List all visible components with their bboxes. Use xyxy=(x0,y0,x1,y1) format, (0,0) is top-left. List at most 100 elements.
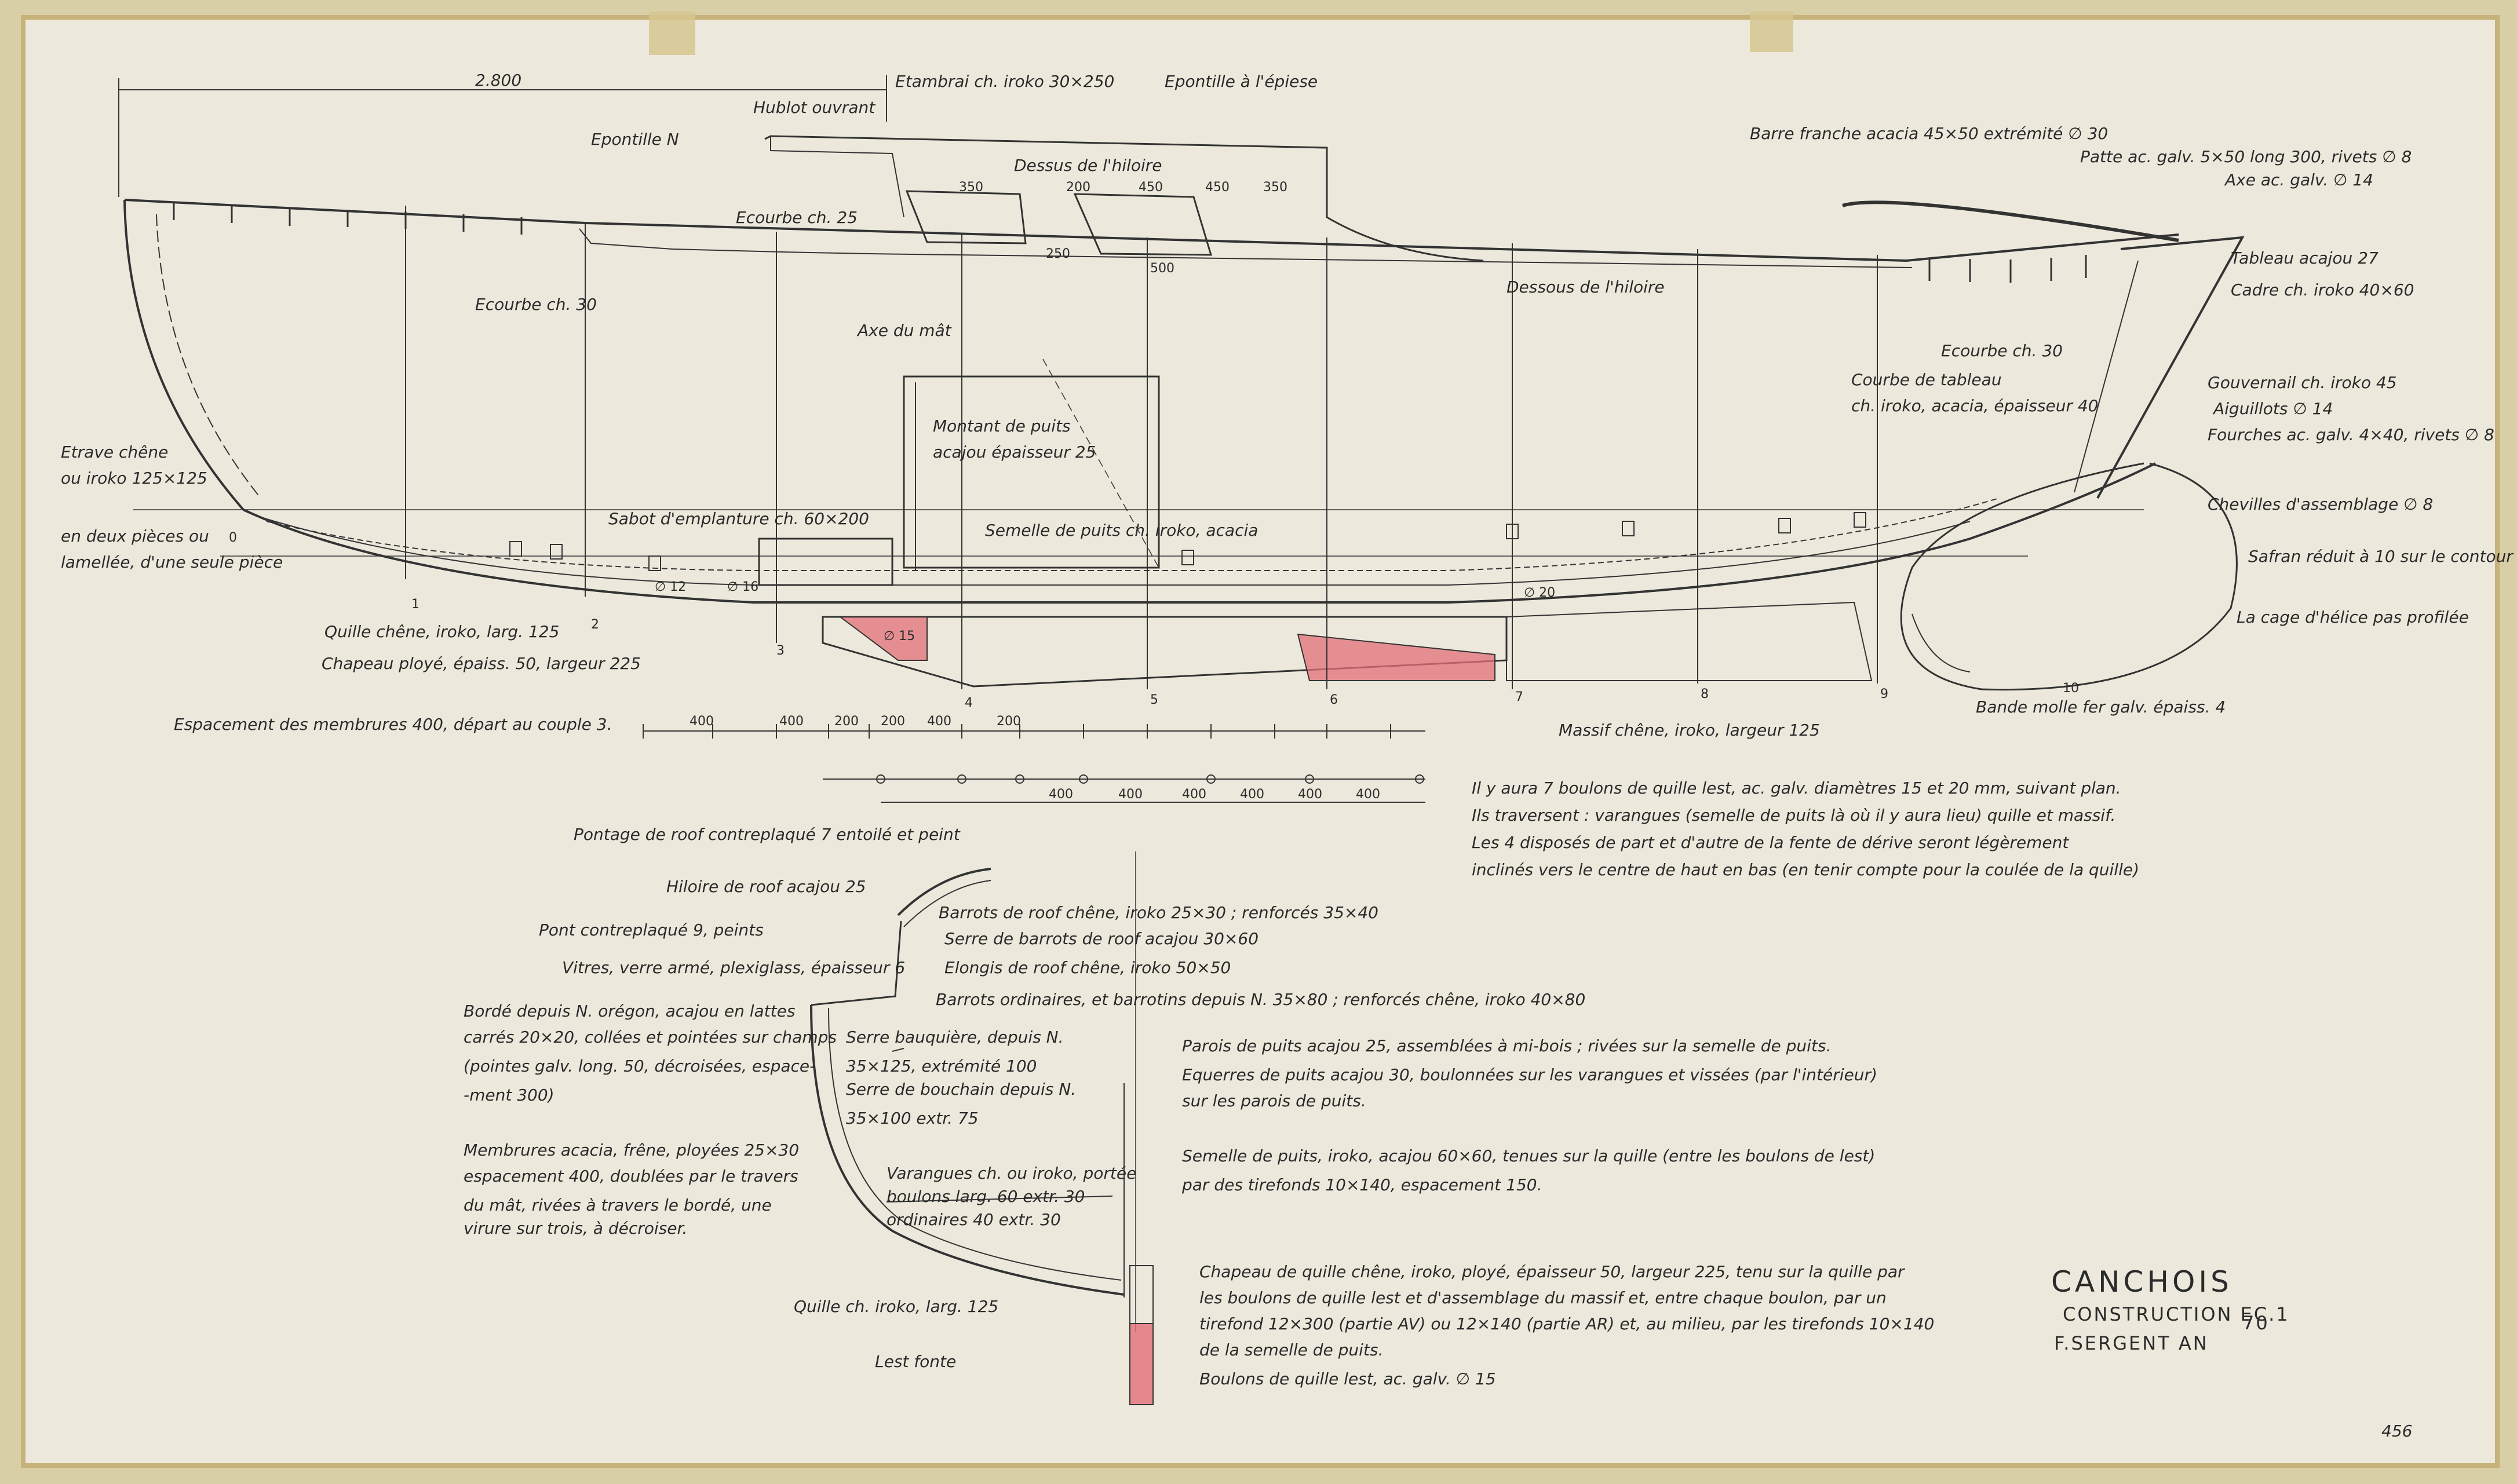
sheer-line xyxy=(124,199,2179,262)
spacing-dimension-rows xyxy=(643,724,1425,803)
profile-label: Epontille N xyxy=(591,130,679,149)
section-note: Boulons de quille lest, ac. galv. ∅ 15 xyxy=(1199,1369,1496,1388)
profile-label: Patte ac. galv. 5×50 long 300, rivets ∅ … xyxy=(2080,147,2412,166)
section-label: Pontage de roof contreplaqué 7 entoilé e… xyxy=(574,825,961,844)
profile-label: Etambrai ch. iroko 30×250 xyxy=(895,72,1114,91)
profile-label: Gouvernail ch. iroko 45 xyxy=(2208,373,2396,392)
profile-label: Ecourbe ch. 25 xyxy=(736,208,858,227)
section-note: de la semelle de puits. xyxy=(1199,1340,1383,1359)
section-label: Quille ch. iroko, larg. 125 xyxy=(794,1297,998,1316)
ballast-bolt-note: Ils traversent : varangues (semelle de p… xyxy=(1472,806,2115,825)
section-note: Chapeau de quille chêne, iroko, ployé, é… xyxy=(1199,1262,1905,1281)
profile-label: Ecourbe ch. 30 xyxy=(1941,341,2063,360)
spacing-dimension: 400 xyxy=(927,714,951,729)
keel-line xyxy=(243,462,2156,604)
profile-label: Dessous de l'hiloire xyxy=(1506,277,1665,297)
section-note: Equerres de puits acajou 30, boulonnées … xyxy=(1182,1065,1877,1084)
hiloire-dimension: 250 xyxy=(1046,247,1070,261)
section-label: 35×100 extr. 75 xyxy=(846,1109,979,1128)
section-cabin-side xyxy=(811,920,902,1006)
hiloire-dimension: 450 xyxy=(1139,180,1163,195)
section-label: Varangues ch. ou iroko, portée xyxy=(887,1164,1136,1183)
section-label: Hiloire de roof acajou 25 xyxy=(666,877,866,896)
bolt-label: ∅ 15 xyxy=(884,629,915,644)
stem xyxy=(123,199,245,511)
section-label: 35×125, extrémité 100 xyxy=(846,1057,1037,1076)
tape-top-right xyxy=(1750,12,1793,52)
mast-step xyxy=(758,538,893,586)
station-number: 3 xyxy=(776,644,785,658)
station-number: 5 xyxy=(1150,693,1158,707)
profile-label: Hublot ouvrant xyxy=(753,98,876,117)
hiloire-dimension: 200 xyxy=(1066,180,1090,195)
section-label: Vitres, verre armé, plexiglass, épaisseu… xyxy=(562,958,905,977)
spacing-dimension: 400 xyxy=(1240,787,1264,802)
cabin-roof xyxy=(764,135,1484,262)
section-label: boulons larg. 60 extr. 30 xyxy=(887,1187,1085,1206)
section-label: du mât, rivées à travers le bordé, une xyxy=(464,1196,772,1215)
section-lead-ballast xyxy=(1129,1323,1154,1405)
cabin-window-2 xyxy=(1073,193,1213,256)
profile-label: Courbe de tableau xyxy=(1851,370,2002,389)
profile-label: Semelle de puits ch. iroko, acacia xyxy=(985,521,1258,540)
hiloire-dimension: 350 xyxy=(959,180,983,195)
section-label: ordinaires 40 extr. 30 xyxy=(887,1210,1061,1229)
profile-label: Aiguillots ∅ 14 xyxy=(2212,399,2333,418)
top-dimension: 2.800 xyxy=(475,71,521,90)
notes-block: Il y aura 7 boulons de quille lest, ac. … xyxy=(1472,778,2139,879)
ballast-bolt-note: Les 4 disposés de part et d'autre de la … xyxy=(1472,833,2069,852)
section-note: par des tirefonds 10×140, espacement 150… xyxy=(1181,1175,1542,1194)
section-label: Serre de barrots de roof acajou 30×60 xyxy=(944,929,1258,948)
profile-label: Bande molle fer galv. épaiss. 4 xyxy=(1976,697,2226,717)
profile-label: Axe ac. galv. ∅ 14 xyxy=(2224,170,2373,189)
profile-view xyxy=(118,75,2245,691)
hiloire-dimension: 500 xyxy=(1150,261,1174,276)
section-label: Lest fonte xyxy=(875,1352,956,1371)
profile-label: Epontille à l'épiese xyxy=(1165,72,1318,91)
profile-label: Fourches ac. galv. 4×40, rivets ∅ 8 xyxy=(2208,425,2494,444)
section-label: Pont contreplaqué 9, peints xyxy=(539,920,764,940)
section-label: Bordé depuis N. orégon, acajou en lattes xyxy=(464,1001,795,1021)
station-number: 4 xyxy=(965,696,973,710)
section-label: -ment 300) xyxy=(464,1085,555,1105)
ballast-bolt-note: inclinés vers le centre de haut en bas (… xyxy=(1472,860,2139,879)
ballast-bolt-note: Il y aura 7 boulons de quille lest, ac. … xyxy=(1472,778,2121,798)
profile-label: Massif chêne, iroko, largeur 125 xyxy=(1559,721,1820,740)
hiloire-dimension: 450 xyxy=(1205,180,1230,195)
paper xyxy=(21,15,2500,1468)
transom xyxy=(2096,236,2245,499)
profile-label: acajou épaisseur 25 xyxy=(933,443,1096,462)
tape-top-left xyxy=(649,12,695,55)
construction: CONSTRUCTION EC.1 xyxy=(2063,1303,2290,1325)
revision-mark: 70 xyxy=(2242,1312,2270,1334)
spacing-dimension: 400 xyxy=(779,714,804,729)
cabin-window-1 xyxy=(905,190,1027,244)
profile-label: en deux pièces ou xyxy=(61,527,209,546)
deadwood xyxy=(1506,601,1873,681)
profile-label: Tableau acajou 27 xyxy=(2231,248,2379,268)
section-roof xyxy=(897,868,991,916)
profile-label: La cage d'hélice pas profilée xyxy=(2237,608,2469,627)
profile-label: Cadre ch. iroko 40×60 xyxy=(2231,280,2414,299)
bolt-label: ∅ 20 xyxy=(1524,586,1555,600)
hiloire-dimension: 350 xyxy=(1263,180,1287,195)
section-label: espacement 400, doublées par le travers xyxy=(464,1167,798,1186)
profile-label: Montant de puits xyxy=(933,416,1071,436)
centreboard-trunk xyxy=(903,375,1160,569)
section-note: Semelle de puits, iroko, acajou 60×60, t… xyxy=(1182,1146,1875,1165)
section-note: tirefond 12×300 (partie AV) ou 12×140 (p… xyxy=(1199,1314,1934,1333)
station-number: 0 xyxy=(229,531,237,545)
section-label: virure sur trois, à décroiser. xyxy=(464,1219,687,1238)
spacing-dimension: 400 xyxy=(1356,787,1380,802)
profile-label: Safran réduit à 10 sur le contour xyxy=(2248,547,2514,566)
section-label: Serre bauquière, depuis N. xyxy=(846,1028,1064,1047)
rudder xyxy=(1900,462,2238,691)
bolt-label: ∅ 12 xyxy=(655,580,686,594)
profile-label: Dessus de l'hiloire xyxy=(1014,156,1162,175)
profile-label: Barre franche acacia 45×50 extrémité ∅ 3… xyxy=(1750,124,2108,143)
spacing-dimension: 400 xyxy=(1182,787,1206,802)
profile-label: ch. iroko, acacia, épaisseur 40 xyxy=(1851,396,2098,415)
